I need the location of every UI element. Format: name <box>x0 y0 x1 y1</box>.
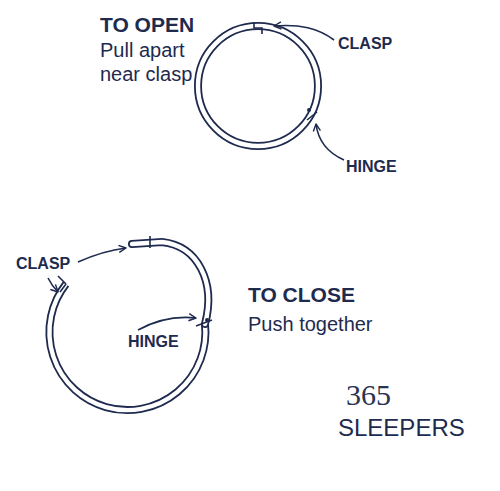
part-name: HINGE <box>346 157 397 176</box>
instruction: Pull apart near clasp <box>100 38 218 86</box>
part-name: CLASP <box>16 254 70 273</box>
closed-ring <box>198 22 318 146</box>
heading: TO CLOSE <box>248 282 355 307</box>
part-name: HINGE <box>128 332 179 351</box>
brand-logo: SLEEPERS <box>338 414 465 443</box>
instruction: Push together <box>248 312 373 336</box>
part-name: CLASP <box>338 34 392 53</box>
brand-logo: 365 <box>346 377 391 413</box>
open-ring <box>49 236 212 410</box>
heading: TO OPEN <box>100 12 194 37</box>
